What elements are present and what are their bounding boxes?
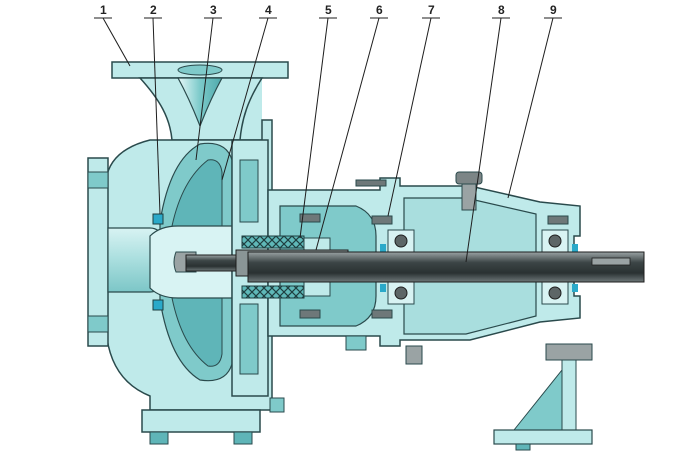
- bearing-rear: [541, 229, 578, 305]
- callout-3-label: 3: [210, 3, 217, 17]
- breather-cap: [455, 171, 483, 185]
- callout-7-label: 7: [428, 3, 435, 17]
- foot-pad-left: [149, 431, 169, 445]
- callout-6-leader: [315, 17, 380, 251]
- callout-1-leader: [102, 17, 131, 67]
- discharge-opening: [177, 64, 223, 76]
- callout-7-leader: [387, 17, 432, 217]
- support-pad: [515, 443, 531, 451]
- cover-recess-bottom: [239, 303, 259, 375]
- bracket-foot: [345, 335, 367, 351]
- shaft-main: [247, 251, 645, 283]
- cover-recess-top: [239, 159, 259, 223]
- callout-3-leader: [195, 17, 214, 161]
- callout-6-label: 6: [376, 3, 383, 17]
- callout-9-leader: [507, 17, 554, 199]
- discharge-nozzle: [140, 78, 262, 140]
- impeller-lower-vane: [171, 295, 223, 367]
- support-gusset: [512, 368, 563, 431]
- oil-drain-plug: [405, 345, 423, 365]
- callout-1-label: 1: [100, 3, 107, 17]
- callout-4-label: 4: [265, 3, 272, 17]
- bolt-lower-left: [299, 309, 321, 319]
- foot-pad-right: [233, 431, 253, 445]
- bolt-upper-right: [547, 215, 569, 225]
- packing-lower: [241, 285, 305, 299]
- bolt-upper-mid: [371, 215, 393, 225]
- callout-4-leader: [221, 17, 269, 181]
- bearing-front: [380, 229, 415, 305]
- callout-5-label: 5: [325, 3, 332, 17]
- callout-8-leader: [465, 17, 502, 263]
- support-stand: [493, 343, 593, 451]
- support-base: [493, 429, 593, 445]
- bolt-lower-mid: [371, 309, 393, 319]
- callout-5-leader: [299, 17, 329, 239]
- wear-ring-upper: [152, 213, 164, 225]
- casing-foot: [141, 409, 261, 433]
- wear-ring-lower: [152, 299, 164, 311]
- suction-flange-nub-top: [87, 171, 109, 189]
- callout-layer: 1 2 3 4 5 6 7 8 9: [94, 3, 562, 263]
- support-post: [561, 359, 577, 441]
- drain-plug: [269, 397, 285, 413]
- bolt-top-far: [355, 179, 387, 187]
- suction-flange-nub-bottom: [87, 315, 109, 333]
- support-bolt: [545, 343, 593, 361]
- callout-2-label: 2: [150, 3, 157, 17]
- gland-lower: [303, 281, 331, 297]
- callout-9-label: 9: [550, 3, 557, 17]
- bolt-upper-left: [299, 213, 321, 223]
- packing-upper: [241, 235, 305, 249]
- shaft: [185, 249, 645, 283]
- shaft-keyway: [591, 257, 631, 266]
- callout-8-label: 8: [498, 3, 505, 17]
- impeller-upper-vane: [171, 159, 223, 229]
- callout-2-leader: [152, 17, 161, 215]
